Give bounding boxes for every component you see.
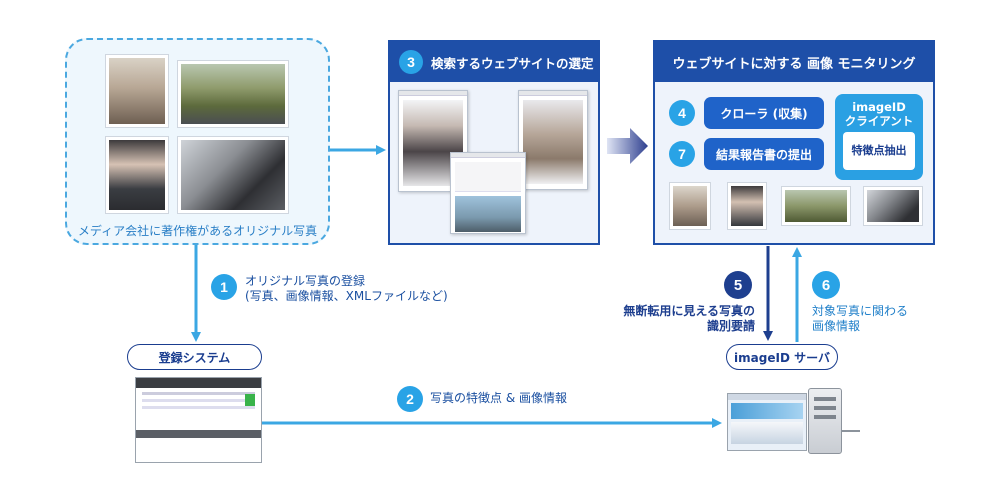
- server-screen: [727, 393, 807, 451]
- step-1-line1: オリジナル写真の登録: [245, 274, 366, 288]
- step-6-line1: 対象写真に関わる: [812, 304, 909, 318]
- site-selection-title: 検索するウェブサイトの選定: [431, 55, 594, 71]
- crawler-box: クローラ (収集): [704, 97, 824, 129]
- step-2-badge: 2: [397, 386, 423, 412]
- step-1-badge: 1: [211, 274, 237, 300]
- website-screenshot: [450, 152, 526, 234]
- step-2-label: 写真の特徴点 & 画像情報: [430, 391, 567, 405]
- site-selection-header: 3 検索するウェブサイトの選定: [390, 42, 598, 82]
- step-5-badge: 5: [724, 271, 752, 299]
- step-7-badge: 7: [669, 141, 695, 167]
- registration-system-screenshot: [135, 377, 262, 463]
- step-5-line2: 識別要請: [706, 319, 755, 333]
- step-3-badge: 3: [399, 50, 423, 74]
- step-6-label: 対象写真に関わる 画像情報: [812, 304, 908, 334]
- feature-extraction-box: 特徴点抽出: [843, 132, 915, 170]
- original-photo: [105, 136, 169, 214]
- original-photo: [177, 136, 289, 214]
- registration-system-label: 登録システム: [127, 344, 262, 370]
- collected-photo: [863, 186, 923, 226]
- collected-photo: [781, 186, 851, 226]
- original-photo: [105, 54, 169, 128]
- imageid-client-box: imageID クライアント 特徴点抽出: [835, 94, 923, 180]
- step-6-badge: 6: [812, 271, 840, 299]
- step-5-line1: 無断転用に見える写真の: [623, 304, 755, 318]
- report-box: 結果報告書の提出: [704, 138, 824, 170]
- original-photo: [177, 60, 289, 128]
- media-photos-box: [65, 38, 330, 245]
- server-icon: [808, 388, 842, 454]
- imageid-server-label: imageID サーバ: [726, 344, 838, 370]
- collected-photo: [669, 182, 711, 230]
- website-screenshot: [518, 90, 588, 190]
- monitoring-header: ウェブサイトに対する 画像 モニタリング: [655, 42, 933, 82]
- step-4-badge: 4: [669, 100, 695, 126]
- media-caption: メディア会社に著作権があるオリジナル写真: [77, 224, 318, 238]
- collected-photo: [727, 182, 767, 230]
- site-selection-box: 3 検索するウェブサイトの選定: [388, 40, 600, 245]
- client-title-line2: クライアント: [844, 114, 914, 128]
- client-title-line1: imageID: [852, 100, 906, 114]
- arrow-select-to-monitor: [607, 128, 648, 164]
- server-cable: [842, 430, 860, 432]
- image-monitoring-box: ウェブサイトに対する 画像 モニタリング 4 クローラ (収集) 7 結果報告書…: [653, 40, 935, 245]
- step-5-label: 無断転用に見える写真の 識別要請: [600, 304, 755, 334]
- step-1-label: オリジナル写真の登録 (写真、画像情報、XMLファイルなど): [245, 274, 448, 304]
- step-1-line2: (写真、画像情報、XMLファイルなど): [245, 289, 448, 303]
- step-6-line2: 画像情報: [812, 319, 861, 333]
